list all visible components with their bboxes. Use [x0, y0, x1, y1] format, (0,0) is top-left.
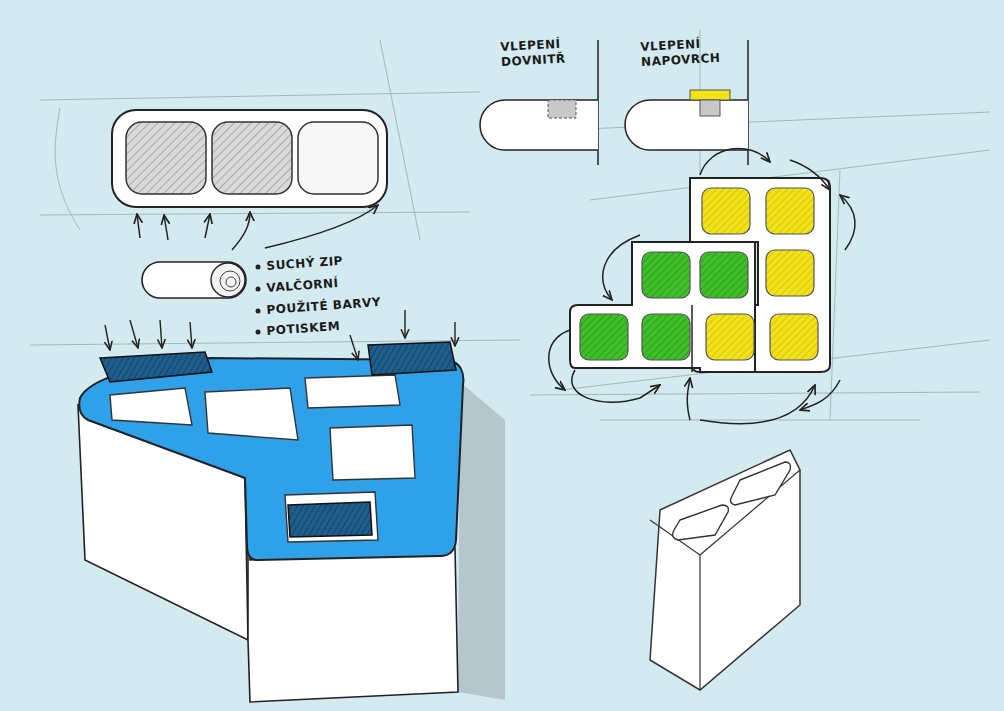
- rotation-arrows: [549, 148, 855, 423]
- detail-heading: VLEPENÍ NAPOVRCH: [640, 35, 741, 70]
- sticker-roll: [142, 262, 246, 298]
- assembly-arrows: [137, 205, 378, 250]
- single-module: [650, 450, 800, 690]
- bullet-points: [256, 265, 261, 335]
- modular-object: [78, 342, 505, 702]
- option-note: VALČORNÍ: [266, 271, 407, 296]
- tray-sketch: [112, 110, 387, 207]
- option-note: POUŽITÉ BARVY: [266, 293, 407, 318]
- option-note: POTISKEM: [266, 314, 407, 339]
- construction-lines: [30, 30, 990, 420]
- color-grid: [570, 178, 830, 372]
- lid-arrows: [105, 310, 455, 360]
- option-note: SUCHÝ ZIP: [266, 249, 407, 274]
- detail-heading: VLEPENÍ DOVNITŘ: [500, 35, 591, 70]
